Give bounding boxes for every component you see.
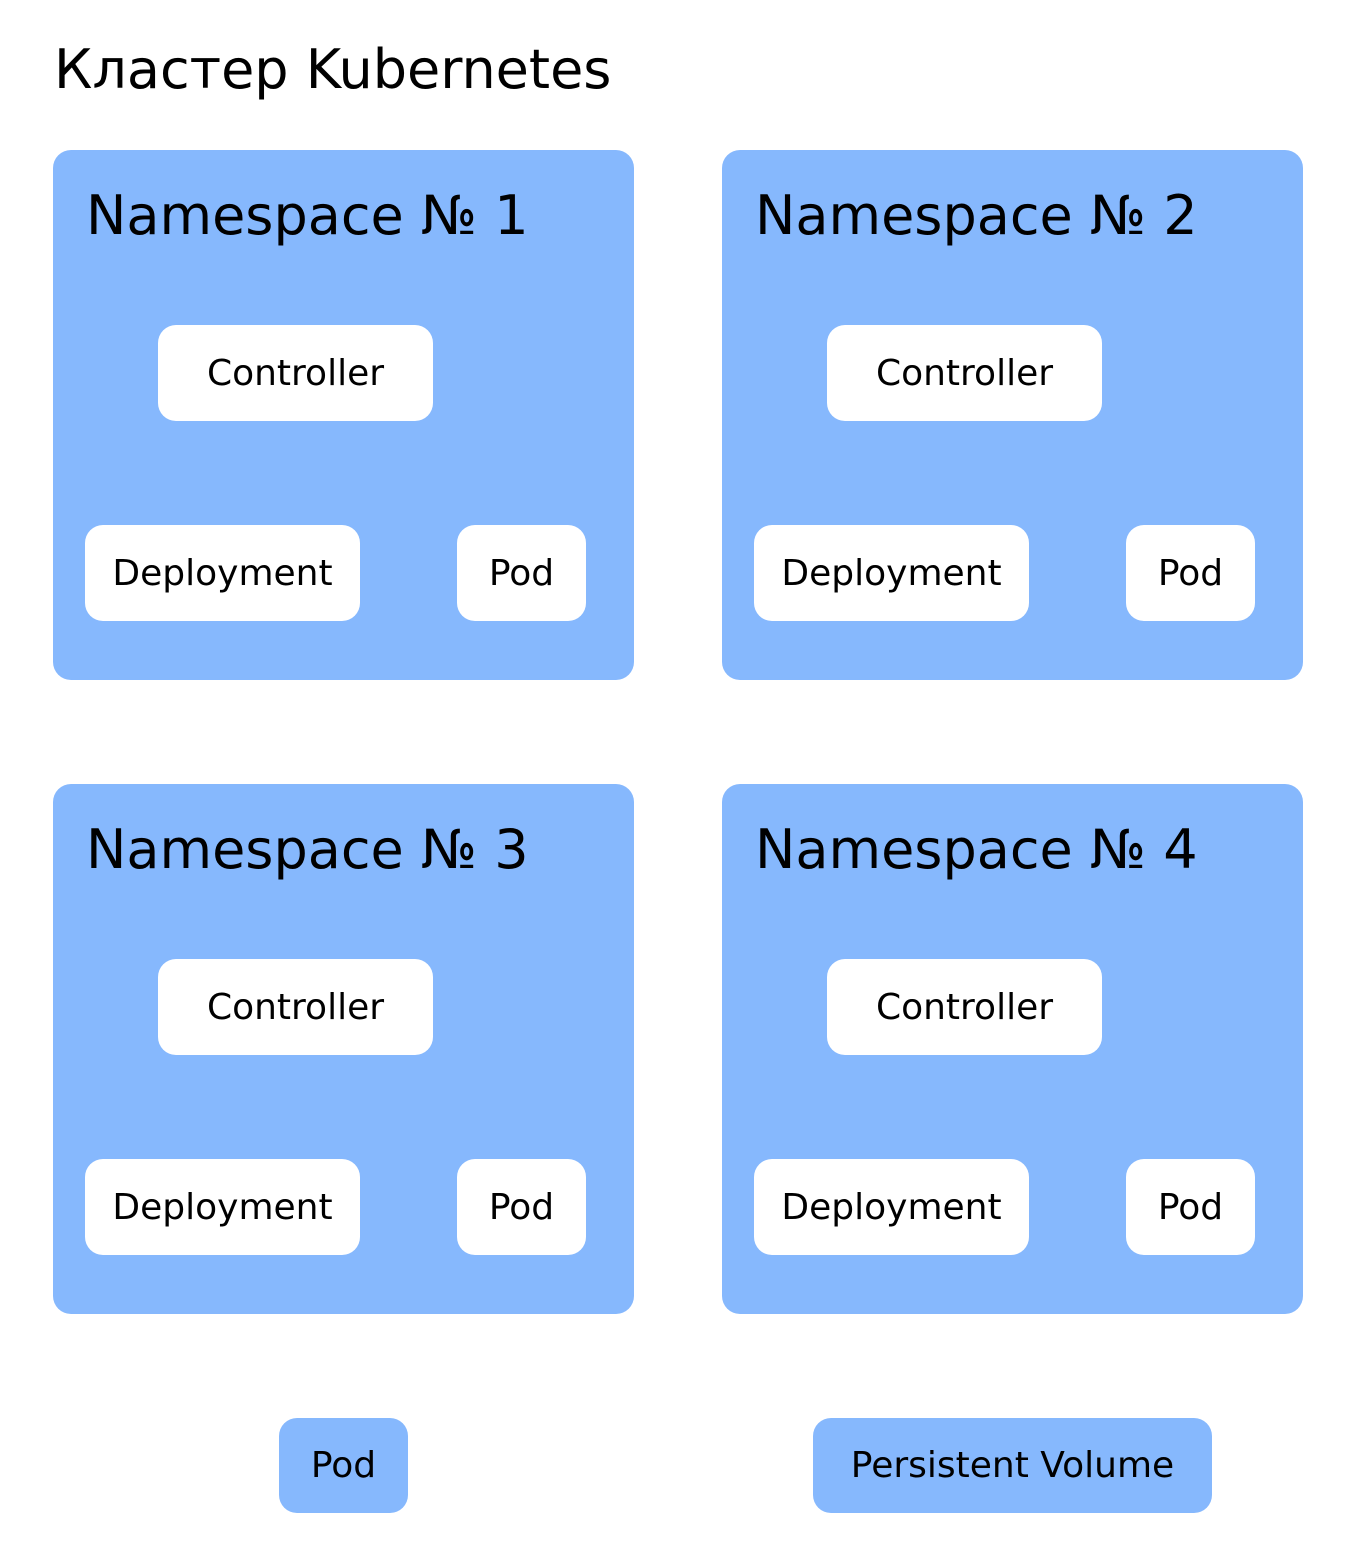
deployment-node: Deployment (754, 525, 1029, 621)
namespace-4: Namespace № 4 Controller Deployment Pod (722, 784, 1303, 1314)
namespace-title: Namespace № 2 (755, 184, 1198, 247)
deployment-node: Deployment (85, 1159, 360, 1255)
deployment-node: Deployment (754, 1159, 1029, 1255)
controller-node: Controller (827, 325, 1102, 421)
namespace-1: Namespace № 1 Controller Deployment Pod (53, 150, 634, 680)
pod-node: Pod (457, 525, 586, 621)
namespace-title: Namespace № 3 (86, 818, 529, 881)
controller-node: Controller (158, 959, 433, 1055)
cluster-title: Кластер Kubernetes (54, 38, 612, 101)
namespace-title: Namespace № 1 (86, 184, 529, 247)
controller-node: Controller (827, 959, 1102, 1055)
namespace-title: Namespace № 4 (755, 818, 1198, 881)
namespace-2: Namespace № 2 Controller Deployment Pod (722, 150, 1303, 680)
persistent-volume-node: Persistent Volume (813, 1418, 1212, 1513)
pod-node: Pod (1126, 1159, 1255, 1255)
deployment-node: Deployment (85, 525, 360, 621)
namespace-3: Namespace № 3 Controller Deployment Pod (53, 784, 634, 1314)
cluster-pod-node: Pod (279, 1418, 408, 1513)
controller-node: Controller (158, 325, 433, 421)
pod-node: Pod (1126, 525, 1255, 621)
pod-node: Pod (457, 1159, 586, 1255)
